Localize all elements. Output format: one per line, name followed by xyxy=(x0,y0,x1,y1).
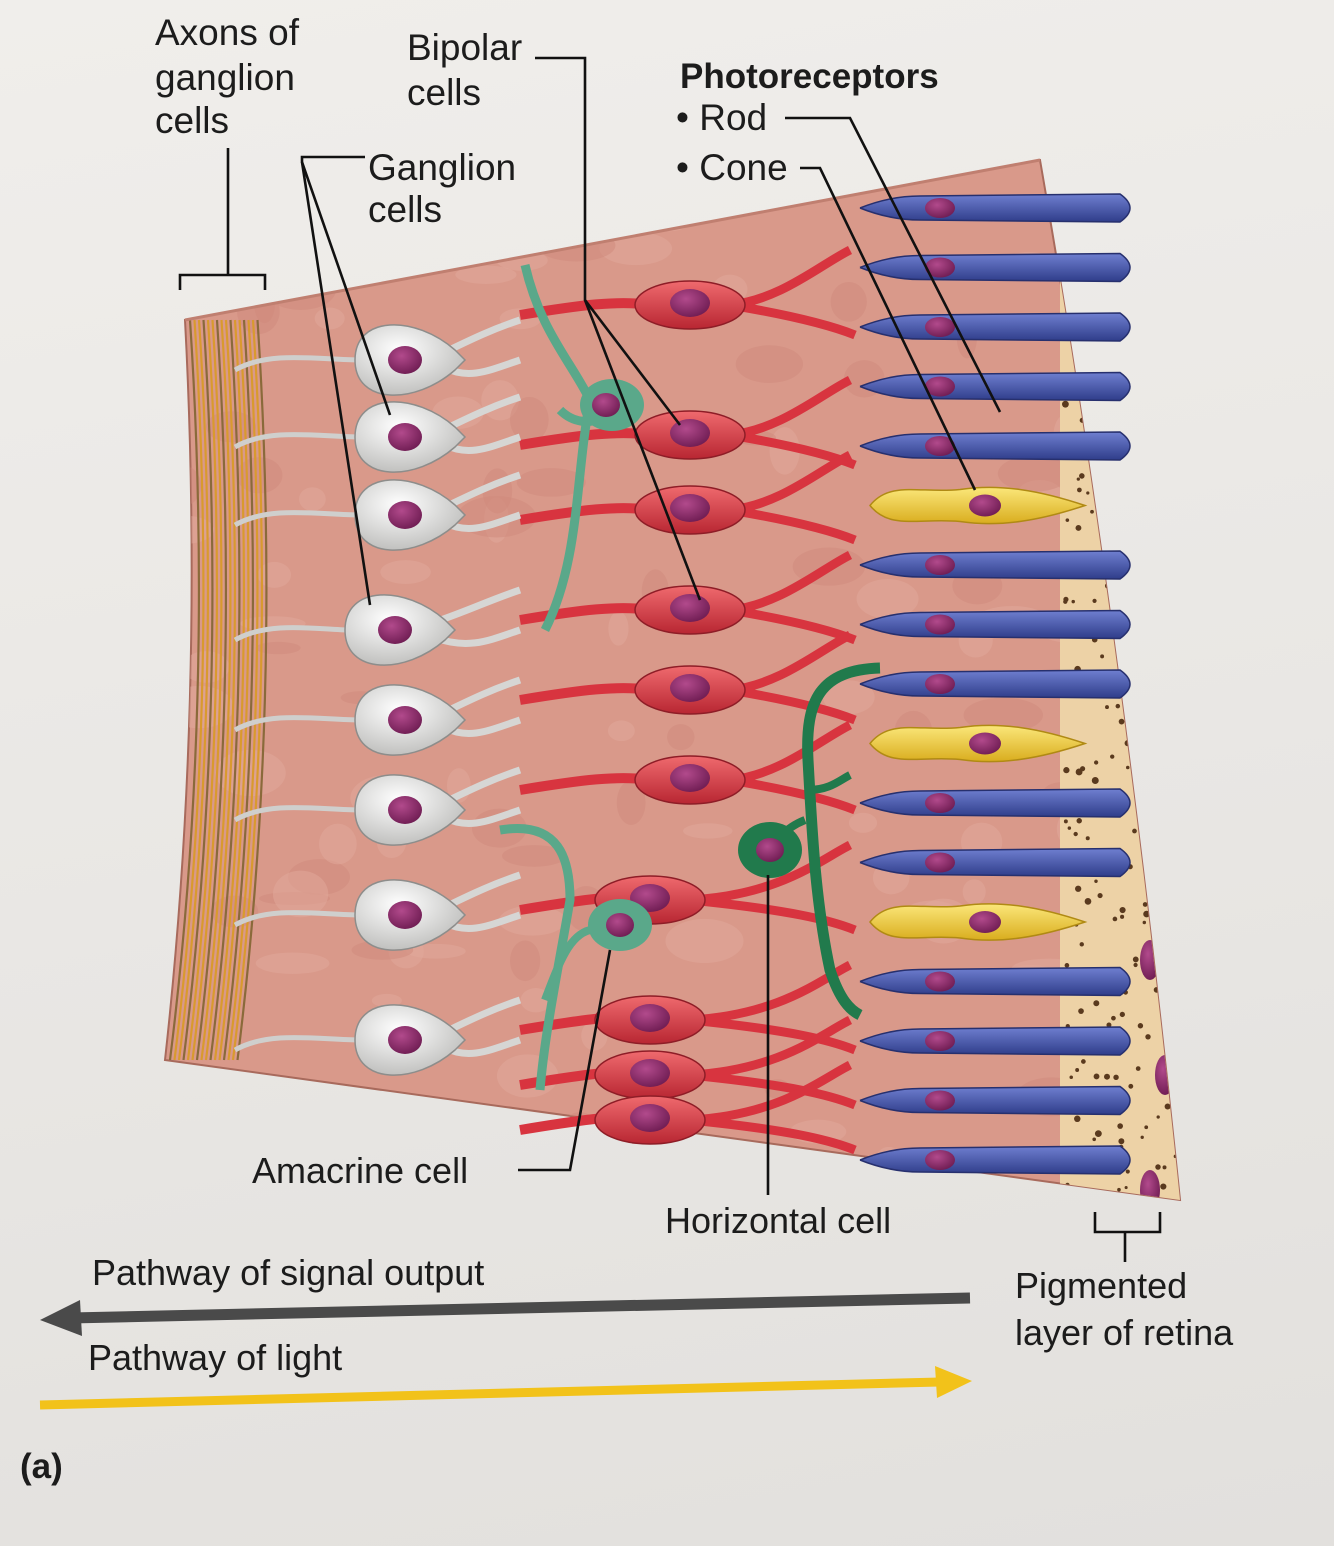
rod-cell xyxy=(859,550,1131,580)
label-axons-of-ganglion-cells: Axons of ganglion cells xyxy=(155,12,309,141)
photoreceptor-layer xyxy=(859,193,1131,1175)
bipolar-nucleus xyxy=(670,764,710,792)
ganglion-nucleus xyxy=(388,423,422,451)
bipolar-nucleus xyxy=(630,1104,670,1132)
rod-nucleus xyxy=(925,257,955,278)
rod-nucleus xyxy=(925,436,955,456)
label-ganglion-cells: Ganglion cells xyxy=(368,147,526,230)
ganglion-axon xyxy=(233,1035,361,1053)
ganglion-dendrite xyxy=(433,586,522,647)
cone-nucleus xyxy=(969,494,1001,517)
rod-cell xyxy=(859,847,1131,878)
bipolar-nucleus xyxy=(670,289,710,317)
label-bipolar-cells: Bipolar cells xyxy=(407,27,532,113)
label-horizontal-cell: Horizontal cell xyxy=(665,1200,891,1241)
ganglion-axon xyxy=(233,355,361,373)
rod-cell xyxy=(859,1145,1131,1175)
bipolar-nucleus xyxy=(630,1059,670,1087)
label-pigmented-layer: Pigmented layer of retina xyxy=(1015,1265,1234,1353)
horizontal-cell xyxy=(738,662,881,1020)
rod-cell xyxy=(859,252,1131,283)
rod-nucleus xyxy=(925,971,955,992)
ganglion-axon xyxy=(233,432,361,450)
bipolar-dendrite xyxy=(689,960,857,1055)
rod-nucleus xyxy=(925,1150,955,1170)
rod-nucleus xyxy=(925,674,955,694)
ganglion-nucleus xyxy=(378,616,412,644)
panel-letter: (a) xyxy=(20,1447,63,1486)
ganglion-axon-fibers xyxy=(168,319,268,1061)
bipolar-dendrite xyxy=(729,245,857,340)
amacrine-cell xyxy=(499,824,652,1091)
ganglion-nucleus xyxy=(388,501,422,529)
ganglion-axon xyxy=(233,805,361,823)
bipolar-layer xyxy=(519,245,857,1155)
cone-nucleus xyxy=(969,911,1001,933)
bipolar-nucleus xyxy=(670,674,710,702)
rod-nucleus xyxy=(925,852,955,873)
rod-cell xyxy=(859,788,1131,818)
ganglion-nucleus xyxy=(388,706,422,734)
rod-nucleus xyxy=(925,317,955,337)
rod-nucleus xyxy=(925,793,955,813)
ganglion-axon xyxy=(233,510,361,528)
bipolar-dendrite xyxy=(689,1060,857,1155)
bipolar-nucleus xyxy=(630,1004,670,1032)
ganglion-axon xyxy=(233,910,361,928)
rod-nucleus xyxy=(925,1031,955,1051)
label-cone: • Cone xyxy=(676,147,788,188)
rod-cell xyxy=(859,609,1131,640)
bipolar-dendrite xyxy=(689,840,857,935)
label-pathway-light: Pathway of light xyxy=(88,1337,342,1378)
bipolar-nucleus xyxy=(670,594,710,622)
rod-nucleus xyxy=(925,198,955,218)
ganglion-axon xyxy=(233,625,351,643)
leader-lines xyxy=(178,56,1162,1262)
bipolar-dendrite xyxy=(729,450,857,545)
bipolar-dendrite xyxy=(729,630,857,725)
ganglion-nucleus xyxy=(388,346,422,374)
ganglion-axon xyxy=(233,715,361,733)
rod-nucleus xyxy=(925,376,955,397)
ganglion-nucleus xyxy=(388,1026,422,1054)
amacrine-cell-upper xyxy=(520,263,644,633)
ganglion-nucleus xyxy=(388,796,422,824)
rod-cell xyxy=(859,1085,1131,1116)
ganglion-layer xyxy=(233,316,522,1076)
label-amacrine-cell: Amacrine cell xyxy=(252,1150,468,1191)
label-rod: • Rod xyxy=(676,97,767,138)
signal-output-arrow xyxy=(40,1292,971,1336)
rod-nucleus xyxy=(925,555,955,575)
bipolar-nucleus xyxy=(670,494,710,522)
bipolar-nucleus xyxy=(670,419,710,447)
label-photoreceptors: Photoreceptors xyxy=(680,57,939,96)
rod-cell xyxy=(859,431,1131,461)
cone-nucleus xyxy=(969,732,1001,755)
rod-nucleus xyxy=(925,1090,955,1111)
light-arrow xyxy=(39,1366,972,1410)
rod-cell xyxy=(859,966,1131,997)
label-pathway-signal-output: Pathway of signal output xyxy=(92,1252,484,1293)
rod-nucleus xyxy=(925,614,955,635)
rod-cell xyxy=(859,1026,1131,1056)
rod-cell xyxy=(859,371,1131,402)
rod-cell xyxy=(859,669,1131,699)
ganglion-nucleus xyxy=(388,901,422,929)
